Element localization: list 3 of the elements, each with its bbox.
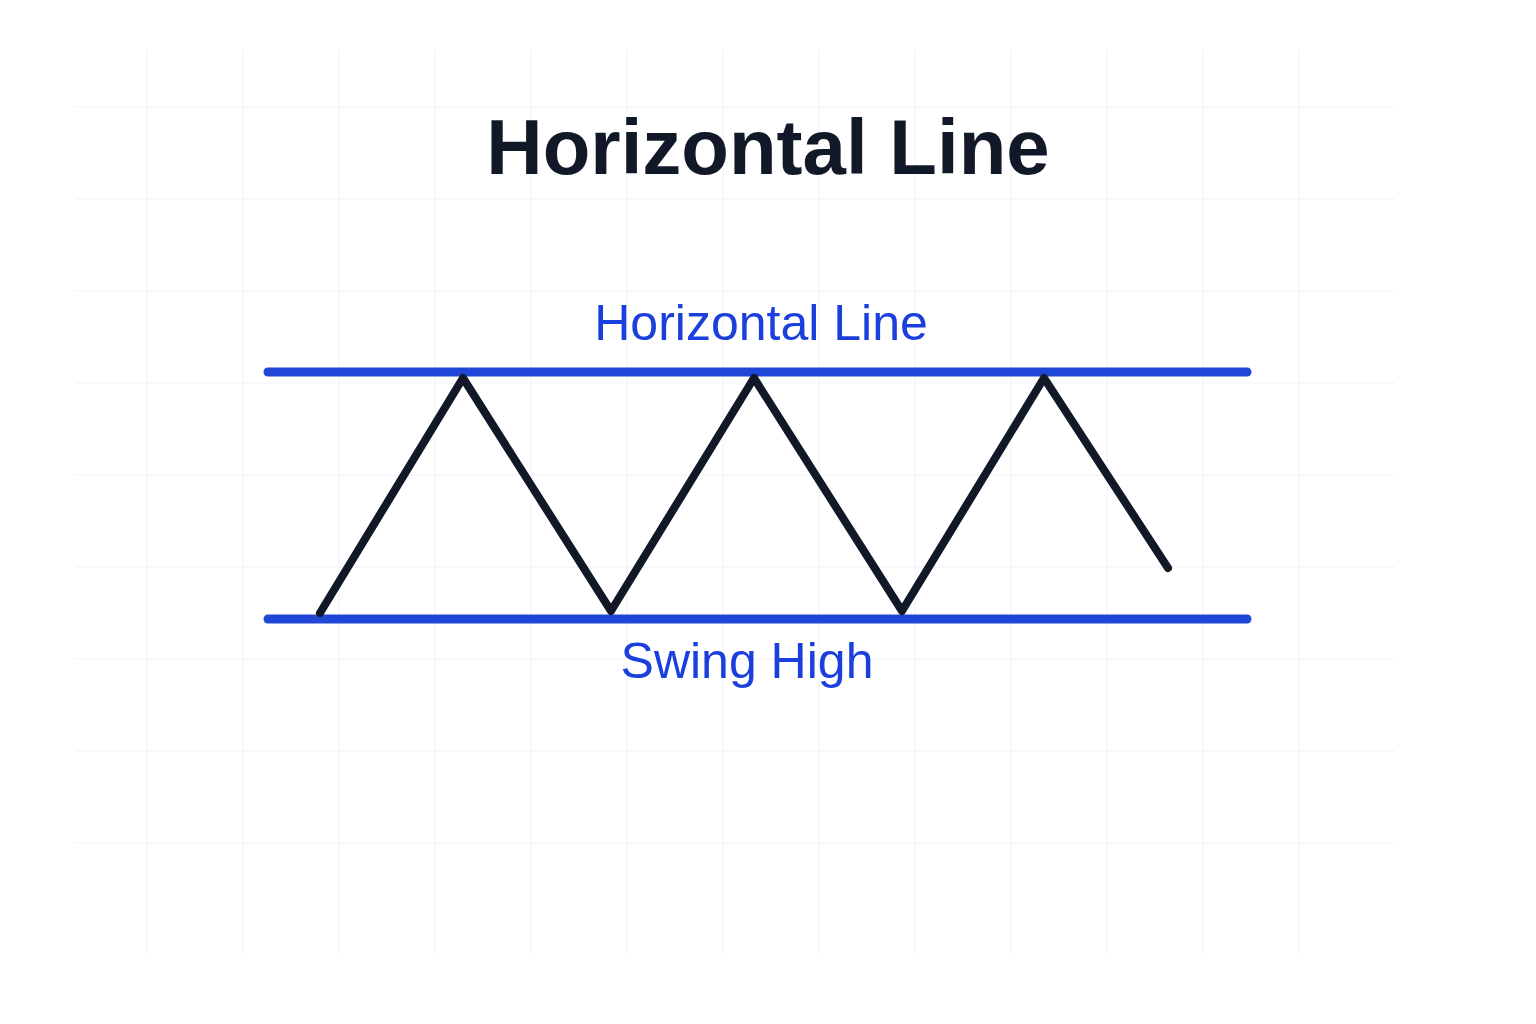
line-label: Horizontal Line — [594, 298, 928, 348]
title: Horizontal Line — [485, 108, 1051, 186]
line-label: Swing High — [620, 636, 874, 686]
